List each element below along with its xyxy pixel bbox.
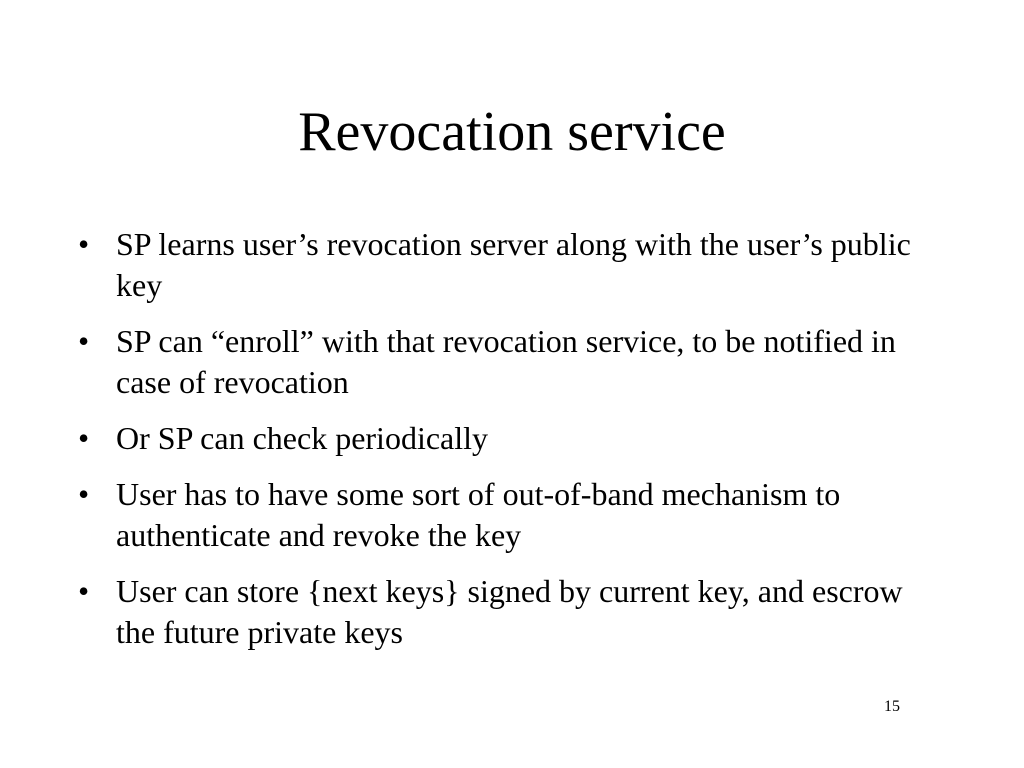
bullet-text: SP learns user’s revocation server along… — [116, 226, 911, 303]
bullet-text: User can store {next keys} signed by cur… — [116, 573, 903, 650]
bullet-list: • SP learns user’s revocation server alo… — [78, 224, 938, 668]
bullet-marker: • — [78, 476, 90, 512]
page-number: 15 — [884, 698, 900, 715]
bullet-text: Or SP can check periodically — [116, 420, 489, 456]
bullet-item: • Or SP can check periodically — [78, 418, 938, 459]
bullet-text: SP can “enroll” with that revocation ser… — [116, 323, 896, 400]
bullet-item: • SP can “enroll” with that revocation s… — [78, 321, 938, 403]
slide-title: Revocation service — [298, 101, 726, 163]
bullet-item: • User can store {next keys} signed by c… — [78, 571, 938, 653]
bullet-marker: • — [78, 573, 90, 609]
bullet-marker: • — [78, 323, 90, 359]
bullet-marker: • — [78, 420, 90, 456]
bullet-item: • SP learns user’s revocation server alo… — [78, 224, 938, 306]
bullet-text: User has to have some sort of out-of-ban… — [116, 476, 841, 553]
bullet-item: • User has to have some sort of out-of-b… — [78, 474, 938, 556]
bullet-marker: • — [78, 226, 90, 262]
